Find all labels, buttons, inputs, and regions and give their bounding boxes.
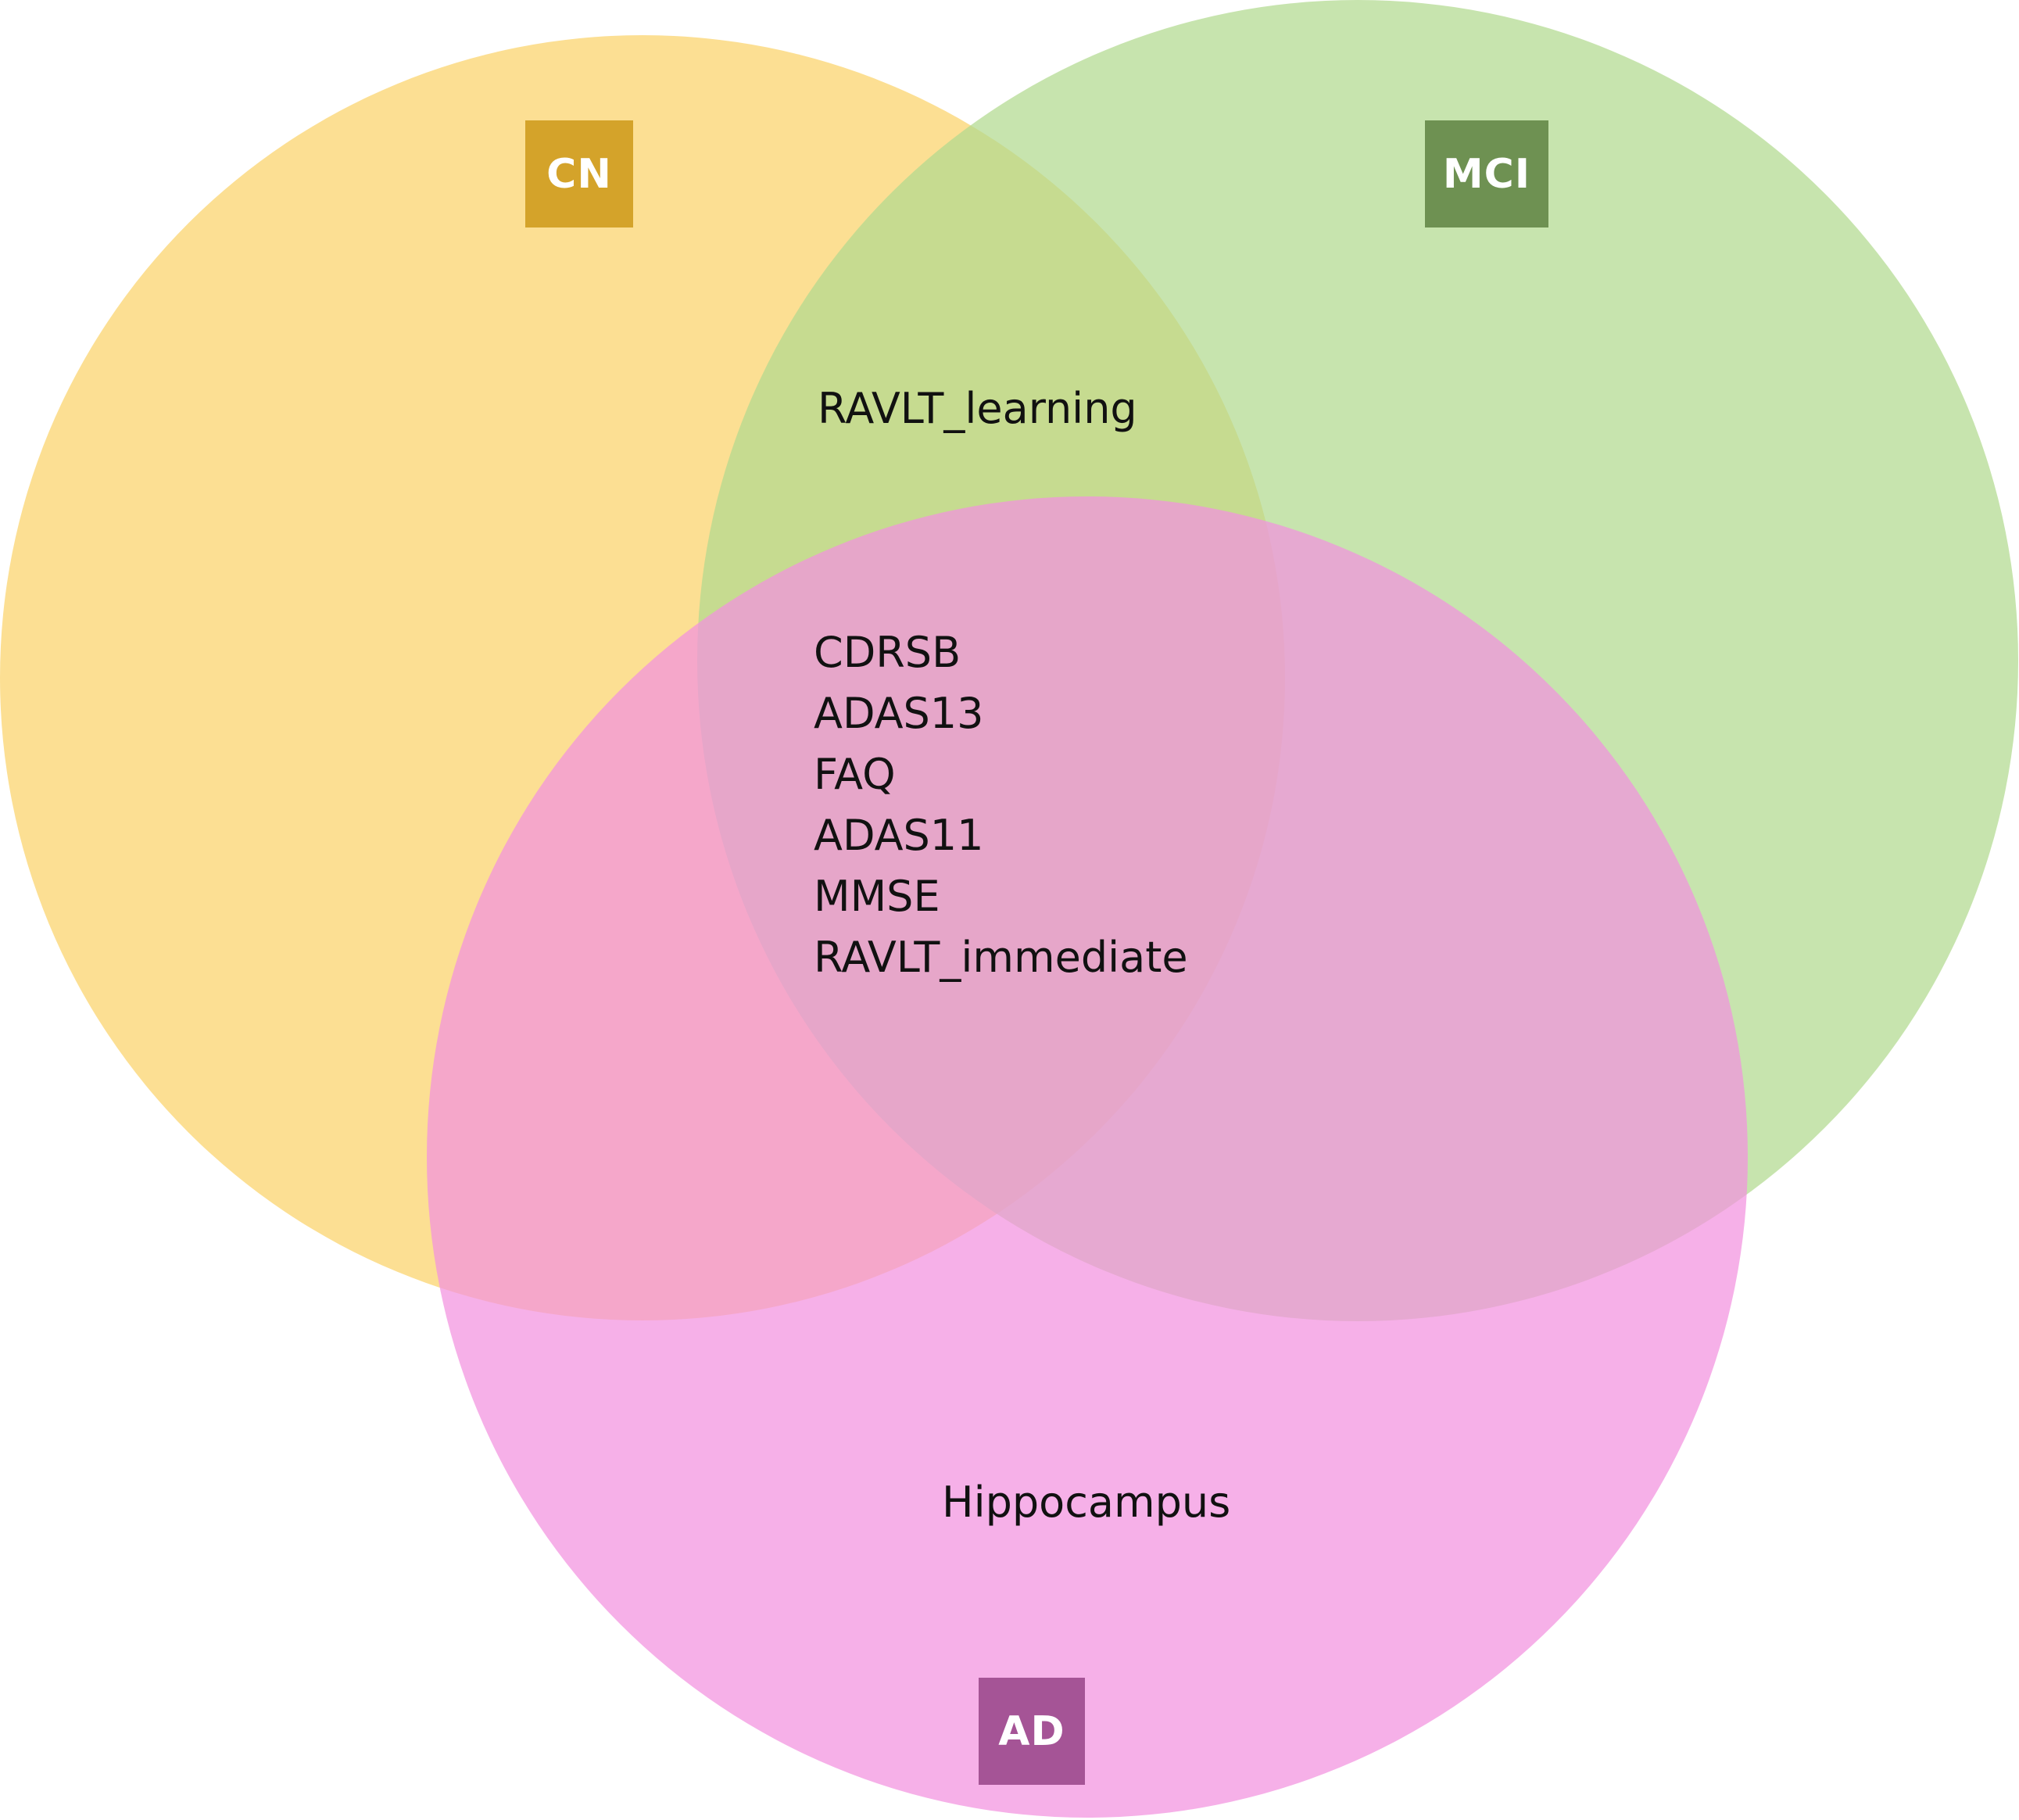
set-label-cn: CN [525,120,633,228]
region-item: ADAS11 [814,811,984,860]
region-item: RAVLT_learning [818,384,1137,433]
region-cn-mci: RAVLT_learning [818,378,1137,439]
region-item: Hippocampus [942,1478,1231,1527]
region-item: MMSE [814,872,940,921]
set-label-ad: AD [979,1678,1085,1785]
region-cn-mci-ad: CDRSB ADAS13 FAQ ADAS11 MMSE RAVLT_immed… [814,622,1188,988]
region-ad-only: Hippocampus [942,1472,1230,1533]
region-item: RAVLT_immediate [814,933,1188,982]
set-circle-ad [427,496,1748,1818]
set-label-mci: MCI [1425,120,1548,228]
region-item: CDRSB [814,628,961,677]
region-item: FAQ [814,750,896,799]
region-item: ADAS13 [814,689,984,738]
